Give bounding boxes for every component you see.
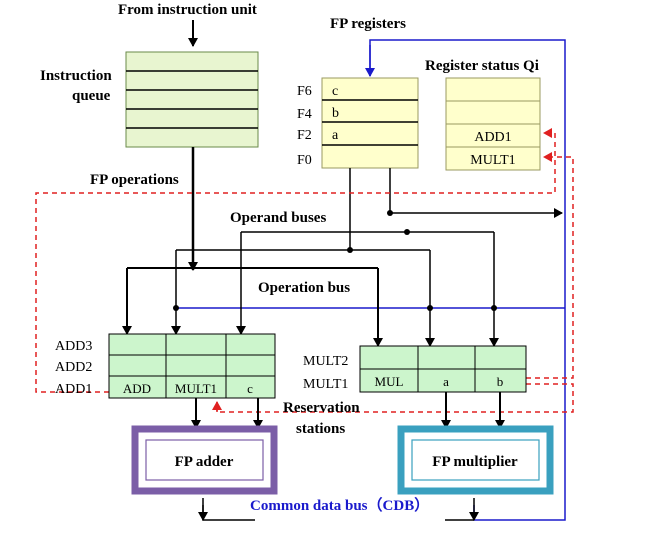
register-status-table (445, 77, 541, 171)
operand-buses-label: Operand buses (230, 210, 326, 226)
reg-name-f0: F0 (297, 153, 312, 168)
operand-buses (171, 168, 563, 347)
operation-bus-label: Operation bus (258, 280, 350, 296)
fp-multiplier-unit (397, 425, 554, 495)
station-add1: ADD1 (55, 382, 92, 397)
fp-registers-label: FP registers (330, 16, 406, 32)
reg-name-f4: F4 (297, 107, 312, 122)
add1-vk: c (247, 381, 253, 396)
fp-multiplier-label: FP multiplier (432, 454, 518, 470)
fp-adder-unit (131, 425, 278, 495)
station-mult2: MULT2 (303, 354, 348, 369)
add1-op: ADD (123, 381, 151, 396)
reg-value-f4: b (332, 106, 339, 121)
add1-qj: MULT1 (175, 381, 217, 396)
instruction-queue-label-2: queue (72, 88, 111, 104)
reg-value-f6: c (332, 84, 338, 99)
mult-reservation-stations (359, 345, 527, 393)
mult1-op: MUL (375, 374, 404, 389)
station-mult1: MULT1 (303, 377, 348, 392)
status-add1: ADD1 (474, 130, 511, 145)
mult1-vk: b (497, 374, 504, 389)
instruction-queue-label-1: Instruction (40, 68, 112, 84)
station-add3: ADD3 (55, 339, 92, 354)
station-add2: ADD2 (55, 360, 92, 375)
reg-name-f2: F2 (297, 128, 312, 143)
reg-name-f6: F6 (297, 84, 312, 99)
tag-lines (35, 128, 574, 413)
instruction-queue (125, 51, 259, 148)
reservation-label-1: Reservation (283, 400, 360, 416)
register-status-label: Register status Qi (425, 58, 539, 74)
cdb-label: Common data bus（CDB） (250, 496, 429, 514)
status-mult1: MULT1 (470, 153, 515, 168)
mult1-vj: a (443, 374, 449, 389)
fp-register-file (321, 77, 419, 169)
adder-reservation-stations (108, 333, 276, 399)
instruction-unit-label: From instruction unit (118, 2, 257, 18)
fp-operations-label: FP operations (90, 172, 179, 188)
reg-value-f2: a (332, 128, 339, 143)
reservation-label-2: stations (296, 421, 345, 437)
fp-adder-label: FP adder (175, 454, 234, 470)
